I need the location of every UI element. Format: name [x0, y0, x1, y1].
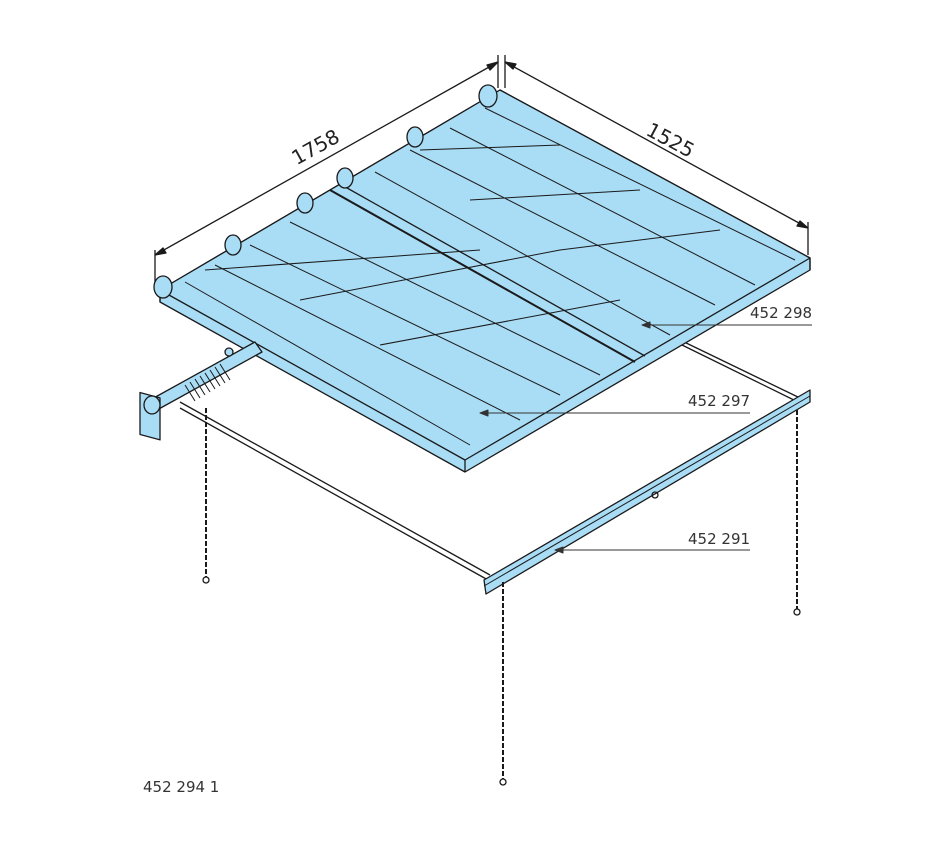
- roof-panel: [153, 84, 811, 473]
- front-rod: [179, 401, 491, 576]
- part-label-452298: 452 298: [750, 304, 813, 322]
- spring-mechanism: [139, 341, 263, 441]
- chains: [205, 408, 798, 780]
- dimension-1758: [154, 55, 499, 285]
- part-label-452297: 452 297: [688, 392, 751, 410]
- rear-rod: [679, 339, 801, 399]
- drawing-number: 452 294 1: [143, 778, 220, 796]
- part-label-452291: 452 291: [688, 530, 751, 548]
- dimension-1525: [504, 55, 809, 255]
- support-bar: [483, 389, 811, 595]
